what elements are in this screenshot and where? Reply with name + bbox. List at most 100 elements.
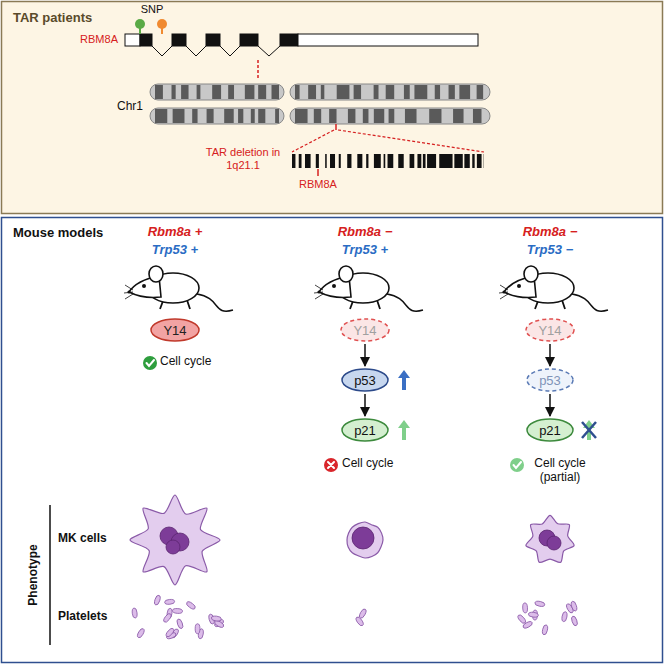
- platelet: [561, 611, 567, 622]
- chromosome-band: [386, 85, 395, 99]
- deletion-stripe: [388, 154, 394, 168]
- deletion-stripe: [366, 154, 368, 168]
- deletion-label: TAR deletion in 1q21.1: [202, 146, 284, 171]
- exon: [140, 34, 152, 46]
- platelet: [176, 618, 184, 629]
- cell-nucleus: [166, 540, 180, 554]
- deletion-stripe: [483, 154, 484, 168]
- exon: [206, 34, 220, 46]
- chromosome-pair: [150, 84, 490, 152]
- oval-shape: [340, 318, 390, 342]
- platelet: [136, 628, 145, 639]
- intron-line: [220, 46, 240, 56]
- platelet-cluster: [132, 595, 225, 640]
- chromosome-band: [329, 109, 336, 123]
- status-icon: [510, 458, 524, 472]
- chromosome-band: [197, 85, 201, 99]
- platelet: [528, 612, 538, 618]
- chromosome-band: [348, 109, 356, 123]
- bottom-panel: [2, 218, 663, 663]
- oval-outline: [527, 369, 573, 391]
- protein-oval: Y14: [150, 318, 200, 342]
- row-label: Platelets: [58, 610, 107, 624]
- chromosome-band: [374, 85, 379, 99]
- mouse-eye: [517, 284, 521, 288]
- chromosome-band: [321, 85, 325, 99]
- chromosome-band: [295, 109, 308, 123]
- chromosome-band: [449, 85, 455, 99]
- exon: [125, 34, 140, 46]
- oval-outline: [151, 319, 199, 341]
- platelet: [211, 616, 221, 622]
- platelet: [154, 595, 162, 606]
- chromosome-band: [275, 109, 279, 123]
- level-arrow: [398, 420, 410, 440]
- mouse-tail: [572, 294, 608, 311]
- oval-shape: [526, 418, 574, 442]
- mouse-whiskers: [314, 285, 323, 299]
- protein-label: Y14: [163, 323, 186, 338]
- platelet: [132, 608, 138, 618]
- deletion-stripe: [423, 154, 426, 168]
- chromosome-outline: [290, 108, 490, 124]
- platelet: [517, 614, 527, 625]
- protein-oval: Y14: [525, 318, 575, 342]
- mouse-figure: [124, 266, 233, 311]
- chromosome-band: [405, 109, 417, 123]
- protein-label: p53: [354, 373, 376, 388]
- mouse-ear: [149, 266, 163, 282]
- platelet: [172, 608, 182, 613]
- cell-nucleus: [352, 527, 374, 549]
- chromosome-outline: [150, 108, 284, 124]
- oval-outline: [342, 419, 388, 441]
- oval-outline: [342, 369, 388, 391]
- chromosome-band: [172, 85, 176, 99]
- genotype-label: Trp53 +: [342, 243, 388, 258]
- zoom-dash: [292, 130, 484, 152]
- deletion-stripe: [454, 154, 462, 168]
- platelet: [571, 615, 579, 626]
- chromosome-band: [314, 109, 321, 123]
- genotype-label: Trp53 +: [152, 243, 198, 258]
- megakaryocyte: [526, 515, 574, 562]
- platelet: [522, 603, 527, 613]
- platelet: [162, 612, 172, 623]
- platelet: [355, 616, 365, 627]
- chromosome-band: [192, 109, 197, 123]
- chromosome-band: [224, 109, 234, 123]
- oval-shape: [341, 418, 389, 442]
- mouse-whiskers: [124, 285, 133, 299]
- chromosome-band: [354, 85, 361, 99]
- protein-oval: Y14: [340, 318, 390, 342]
- platelet-cluster: [517, 601, 579, 636]
- chromosome-band: [181, 85, 188, 99]
- exon: [298, 34, 478, 46]
- oval-shape: [150, 318, 200, 342]
- panel: TAR patients: [3, 3, 661, 214]
- cell-membrane: [130, 495, 220, 585]
- chromosome-arm: [150, 108, 284, 124]
- chromosome-band: [477, 85, 484, 99]
- chromosome-arm: [290, 108, 490, 124]
- platelet: [542, 624, 549, 635]
- platelet: [164, 599, 174, 605]
- oval-shape: [526, 368, 574, 392]
- mouse-ear: [339, 266, 353, 282]
- snp-head: [135, 19, 145, 29]
- cell-membrane: [526, 515, 574, 562]
- megakaryocyte: [130, 495, 220, 585]
- protein-label: Y14: [538, 323, 561, 338]
- deletion-stripe: [316, 154, 319, 168]
- protein-label: Y14: [353, 323, 376, 338]
- row-label: MK cells: [58, 532, 107, 546]
- top-panel: [2, 2, 663, 214]
- mouse-tail: [197, 294, 233, 311]
- chromosome-band: [404, 85, 410, 99]
- icon-disc: [324, 458, 338, 472]
- icon-mark: [514, 462, 522, 468]
- exon: [172, 34, 186, 46]
- deletion-stripe: [305, 154, 311, 168]
- pathway-arrow: [364, 394, 366, 416]
